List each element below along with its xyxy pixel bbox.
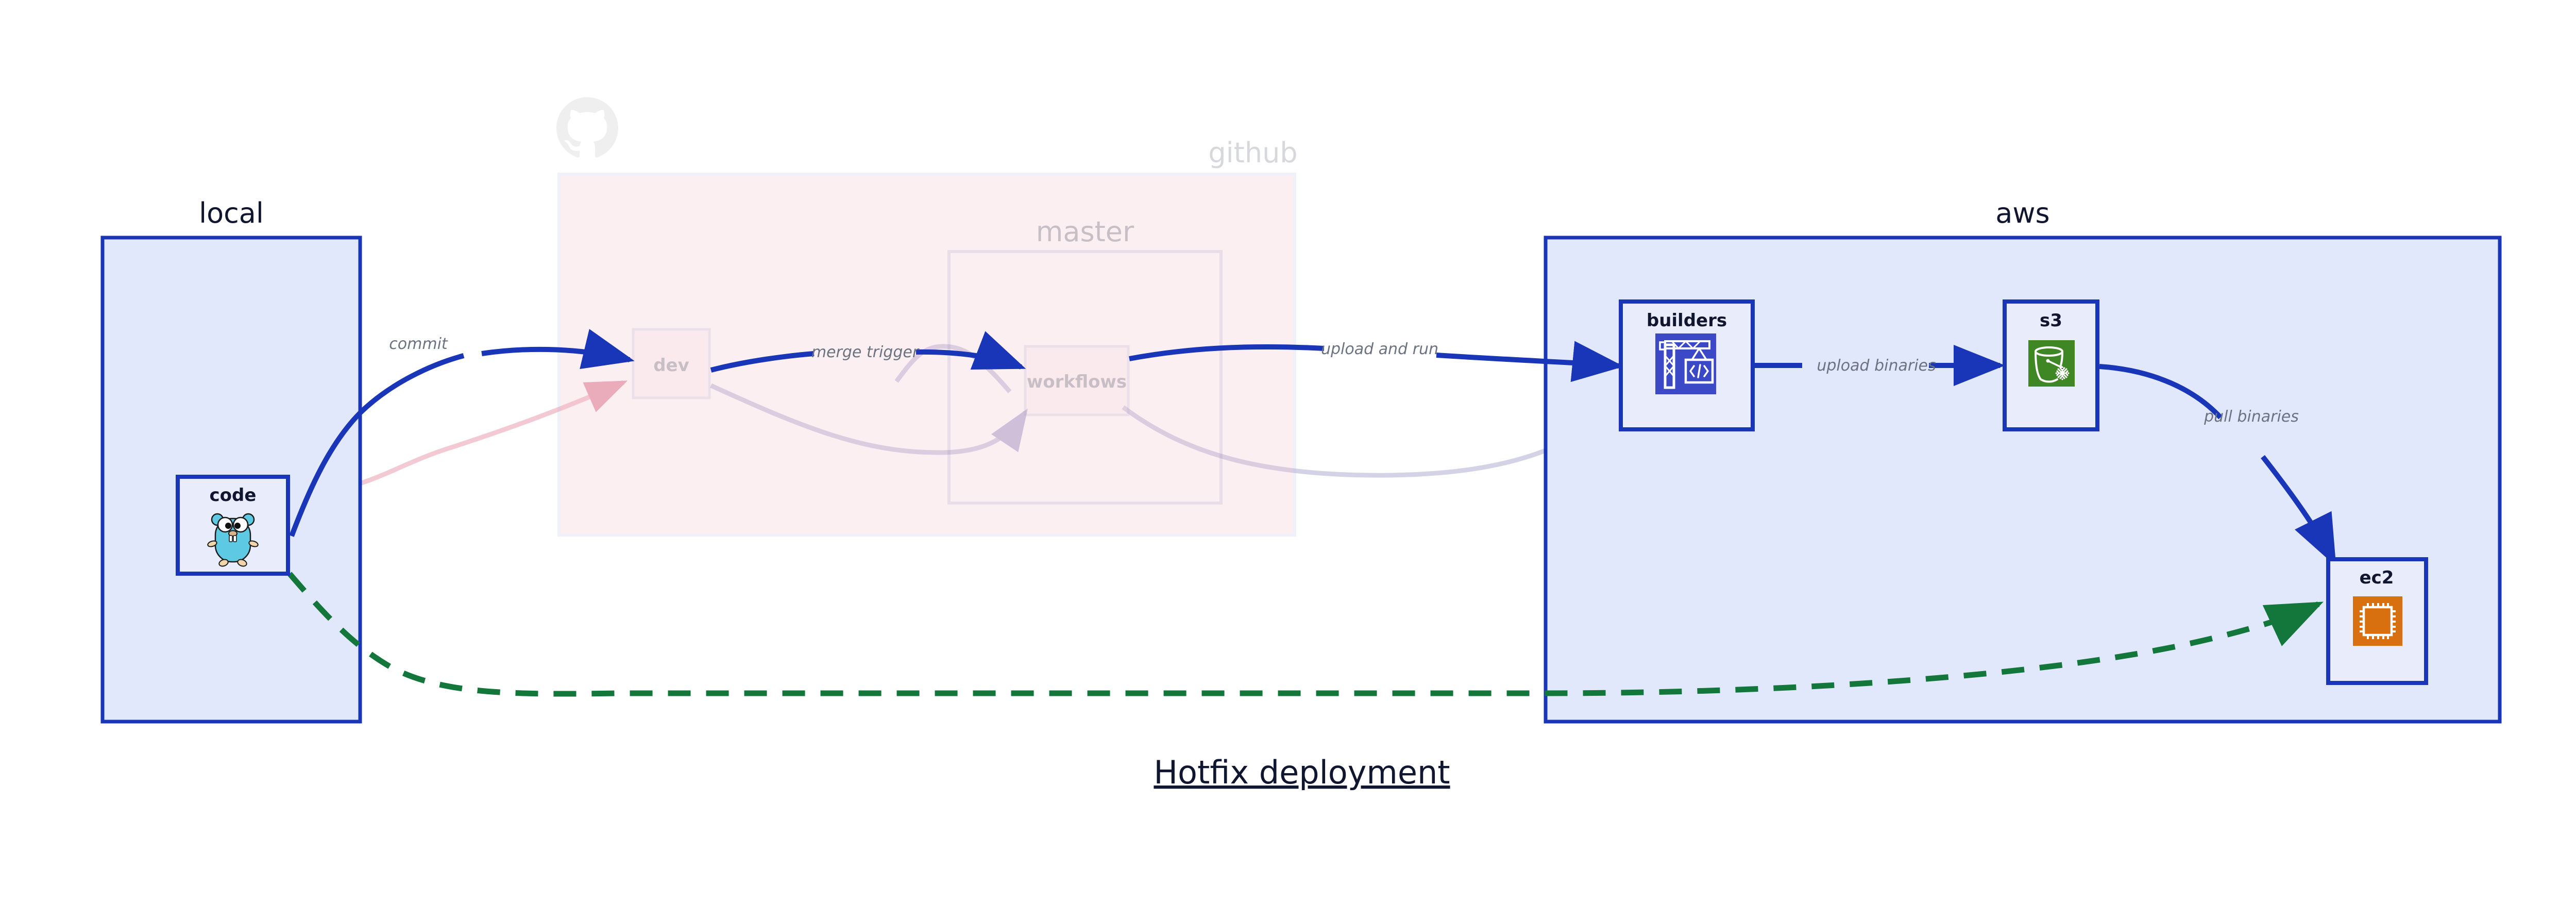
edge-label-merge-trigger: merge trigger (811, 343, 920, 361)
crane-code-icon (1655, 333, 1716, 394)
group-local-label: local (199, 197, 264, 229)
node-workflows-label: workflows (1027, 372, 1127, 392)
edge-upload-and-run-segment-a (1129, 344, 1325, 361)
diagram-title: Hotfix deployment (1154, 754, 1450, 791)
edge-label-pull-binaries: pull binaries (2204, 408, 2299, 426)
node-ec2[interactable]: ec2 (2326, 557, 2428, 685)
edge-hotfix-direct-deploy (287, 572, 2324, 697)
node-code-label: code (210, 485, 257, 506)
group-master-label: master (1036, 215, 1134, 248)
golang-gopher-icon (207, 513, 259, 567)
node-s3-label: s3 (2040, 310, 2062, 331)
edge-label-upload-and-run: upload and run (1321, 340, 1438, 358)
cpu-chip-icon (2353, 596, 2402, 646)
node-code[interactable]: code (176, 475, 290, 576)
edge-merge-trigger-segment-b (916, 331, 1026, 370)
group-master-label-wrap: master (1036, 215, 1134, 248)
node-s3[interactable]: s3 (2003, 299, 2099, 431)
node-builders[interactable]: builders (1619, 299, 1755, 431)
ghost-edge-dev-workflows (710, 383, 1028, 455)
github-octocat-icon (556, 97, 618, 158)
edge-commit-segment-b (481, 329, 635, 369)
node-ec2-label: ec2 (2360, 567, 2394, 588)
node-dev[interactable]: dev (632, 328, 711, 399)
group-github-label: github (1208, 137, 1297, 169)
edge-merge-trigger-segment-a (710, 351, 815, 373)
edge-label-commit: commit (389, 335, 448, 353)
group-aws-label: aws (1995, 197, 2049, 229)
edge-upload-and-run-segment-b (1436, 341, 1624, 382)
edge-pull-binaries-segment-b (2261, 455, 2336, 566)
group-master[interactable] (947, 250, 1223, 505)
s3-bucket-glacier-icon (2028, 340, 2075, 387)
node-builders-label: builders (1647, 310, 1727, 331)
edge-label-upload-binaries: upload binaries (1817, 357, 1936, 375)
edge-pull-binaries-segment-a (2099, 364, 2223, 420)
edge-commit-segment-a (289, 353, 465, 537)
node-workflows[interactable]: workflows (1024, 345, 1130, 416)
node-dev-label: dev (653, 355, 689, 376)
group-github-label-wrap: github (1208, 137, 1297, 169)
